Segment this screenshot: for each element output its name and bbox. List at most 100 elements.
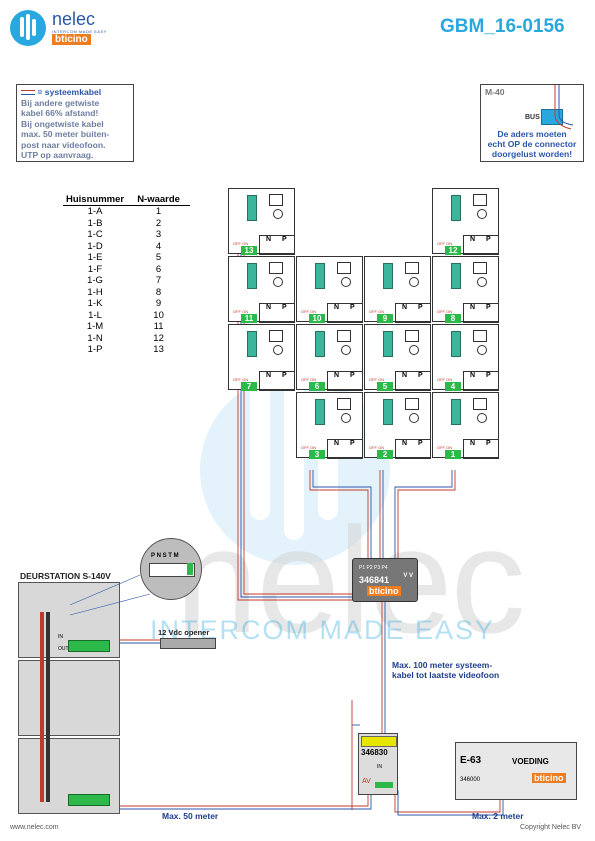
switch-label: OFF ON xyxy=(301,445,317,450)
table-header: N-waarde xyxy=(127,193,191,206)
bus-label: BUS xyxy=(525,114,540,121)
door-station-title: DEURSTATION S-140V xyxy=(20,571,111,581)
footer-copyright: Copyright Nelec BV xyxy=(520,824,582,831)
max100-label: kabel tot laatste videofoon xyxy=(392,670,500,680)
n-value: 2 xyxy=(377,450,393,459)
terminal-block xyxy=(451,331,461,357)
videophone: OFF ON N P 10 xyxy=(296,256,363,323)
bus-wires xyxy=(554,85,574,130)
screen-icon xyxy=(405,262,419,274)
screen-icon xyxy=(337,330,351,342)
switch-label: OFF ON xyxy=(233,377,249,382)
distributor-vv: V V xyxy=(403,573,413,579)
system-cable-icon xyxy=(21,90,35,96)
np-box: N P xyxy=(463,439,499,459)
np-box: N P xyxy=(463,303,499,323)
switch-label: OFF ON xyxy=(233,309,249,314)
videophone: OFF ON N P 9 xyxy=(364,256,431,323)
target-icon xyxy=(409,413,419,423)
door-opener-icon xyxy=(160,638,216,649)
red-wire xyxy=(40,612,44,802)
videophone: OFF ON N P 7 xyxy=(228,324,295,391)
target-icon xyxy=(273,277,283,287)
door-station: IN OUT xyxy=(18,582,120,814)
table-header: Huisnummer xyxy=(63,193,128,206)
switch-label: OFF ON xyxy=(233,241,249,246)
terminal-block xyxy=(383,399,393,425)
switch-label: OFF ON xyxy=(301,377,317,382)
in-label: IN xyxy=(58,634,63,640)
document-code: GBM_16-0156 xyxy=(440,16,565,37)
note-line: echt OP de connector xyxy=(487,139,577,149)
interface-in: IN xyxy=(377,764,382,770)
screen-icon xyxy=(269,330,283,342)
interface-346830: 346830 AV IN xyxy=(358,733,398,795)
note-line: De aders moeten xyxy=(497,129,567,139)
videophone: OFF ON N P 8 xyxy=(432,256,499,323)
terminal-block xyxy=(247,331,257,357)
target-icon xyxy=(341,345,351,355)
switch-label: OFF ON xyxy=(437,377,453,382)
np-box: N P xyxy=(395,303,431,323)
distributor-brand: bticino xyxy=(367,586,401,596)
bus-connector-icon xyxy=(541,109,563,125)
terminal-block xyxy=(247,263,257,289)
videophone: OFF ON N P 13 xyxy=(228,188,295,255)
switch-label: OFF ON xyxy=(437,309,453,314)
interface-av: AV xyxy=(362,778,371,785)
door-module xyxy=(18,660,120,736)
brand-tagline: INTERCOM MADE EASY xyxy=(52,29,107,34)
screen-icon xyxy=(337,398,351,410)
watermark-brand: nelec xyxy=(175,496,526,664)
power-supply-e63: E-63 VOEDING 346000 bticino xyxy=(455,742,577,800)
target-icon xyxy=(341,277,351,287)
opener-label: 12 Vdc opener xyxy=(158,628,210,637)
screen-icon xyxy=(473,194,487,206)
distributor-model: 346841 xyxy=(359,575,390,585)
terminal-block xyxy=(451,263,461,289)
screen-icon xyxy=(473,398,487,410)
np-box: N P xyxy=(327,371,363,391)
dip-labels: P N S T M xyxy=(151,553,179,559)
n-value: 10 xyxy=(309,314,325,323)
videophone: OFF ON N P 5 xyxy=(364,324,431,391)
switch-label: OFF ON xyxy=(437,445,453,450)
note-line: UTP op aanvraag. xyxy=(21,150,94,160)
n-value: 12 xyxy=(445,246,461,255)
screen-icon xyxy=(337,262,351,274)
np-box: N P xyxy=(327,303,363,323)
power-label: VOEDING xyxy=(512,757,549,766)
n-value: 9 xyxy=(377,314,393,323)
terminal-strip xyxy=(68,640,110,652)
screen-icon xyxy=(405,330,419,342)
out-label: OUT xyxy=(58,646,69,652)
terminal-block xyxy=(451,399,461,425)
target-icon xyxy=(477,209,487,219)
target-icon xyxy=(477,277,487,287)
m40-title: M-40 xyxy=(485,87,505,97)
interface-terminals xyxy=(361,736,397,747)
switch-label: OFF ON xyxy=(369,309,385,314)
max100-label: Max. 100 meter systeem- xyxy=(392,660,493,670)
switch-label: OFF ON xyxy=(369,377,385,382)
note-line: post naar videofoon. xyxy=(21,139,106,150)
power-code: 346000 xyxy=(460,777,481,783)
n-value: 3 xyxy=(309,450,325,459)
n-value: 5 xyxy=(377,382,393,391)
switch-label: OFF ON xyxy=(301,309,317,314)
np-box: N P xyxy=(259,303,295,323)
n-value: 11 xyxy=(241,314,257,323)
power-brand: bticino xyxy=(532,773,566,783)
terminal-block xyxy=(315,331,325,357)
target-icon xyxy=(273,209,283,219)
np-box: N P xyxy=(259,371,295,391)
distributor-ports: P1 P2 P3 P4 xyxy=(359,565,388,571)
